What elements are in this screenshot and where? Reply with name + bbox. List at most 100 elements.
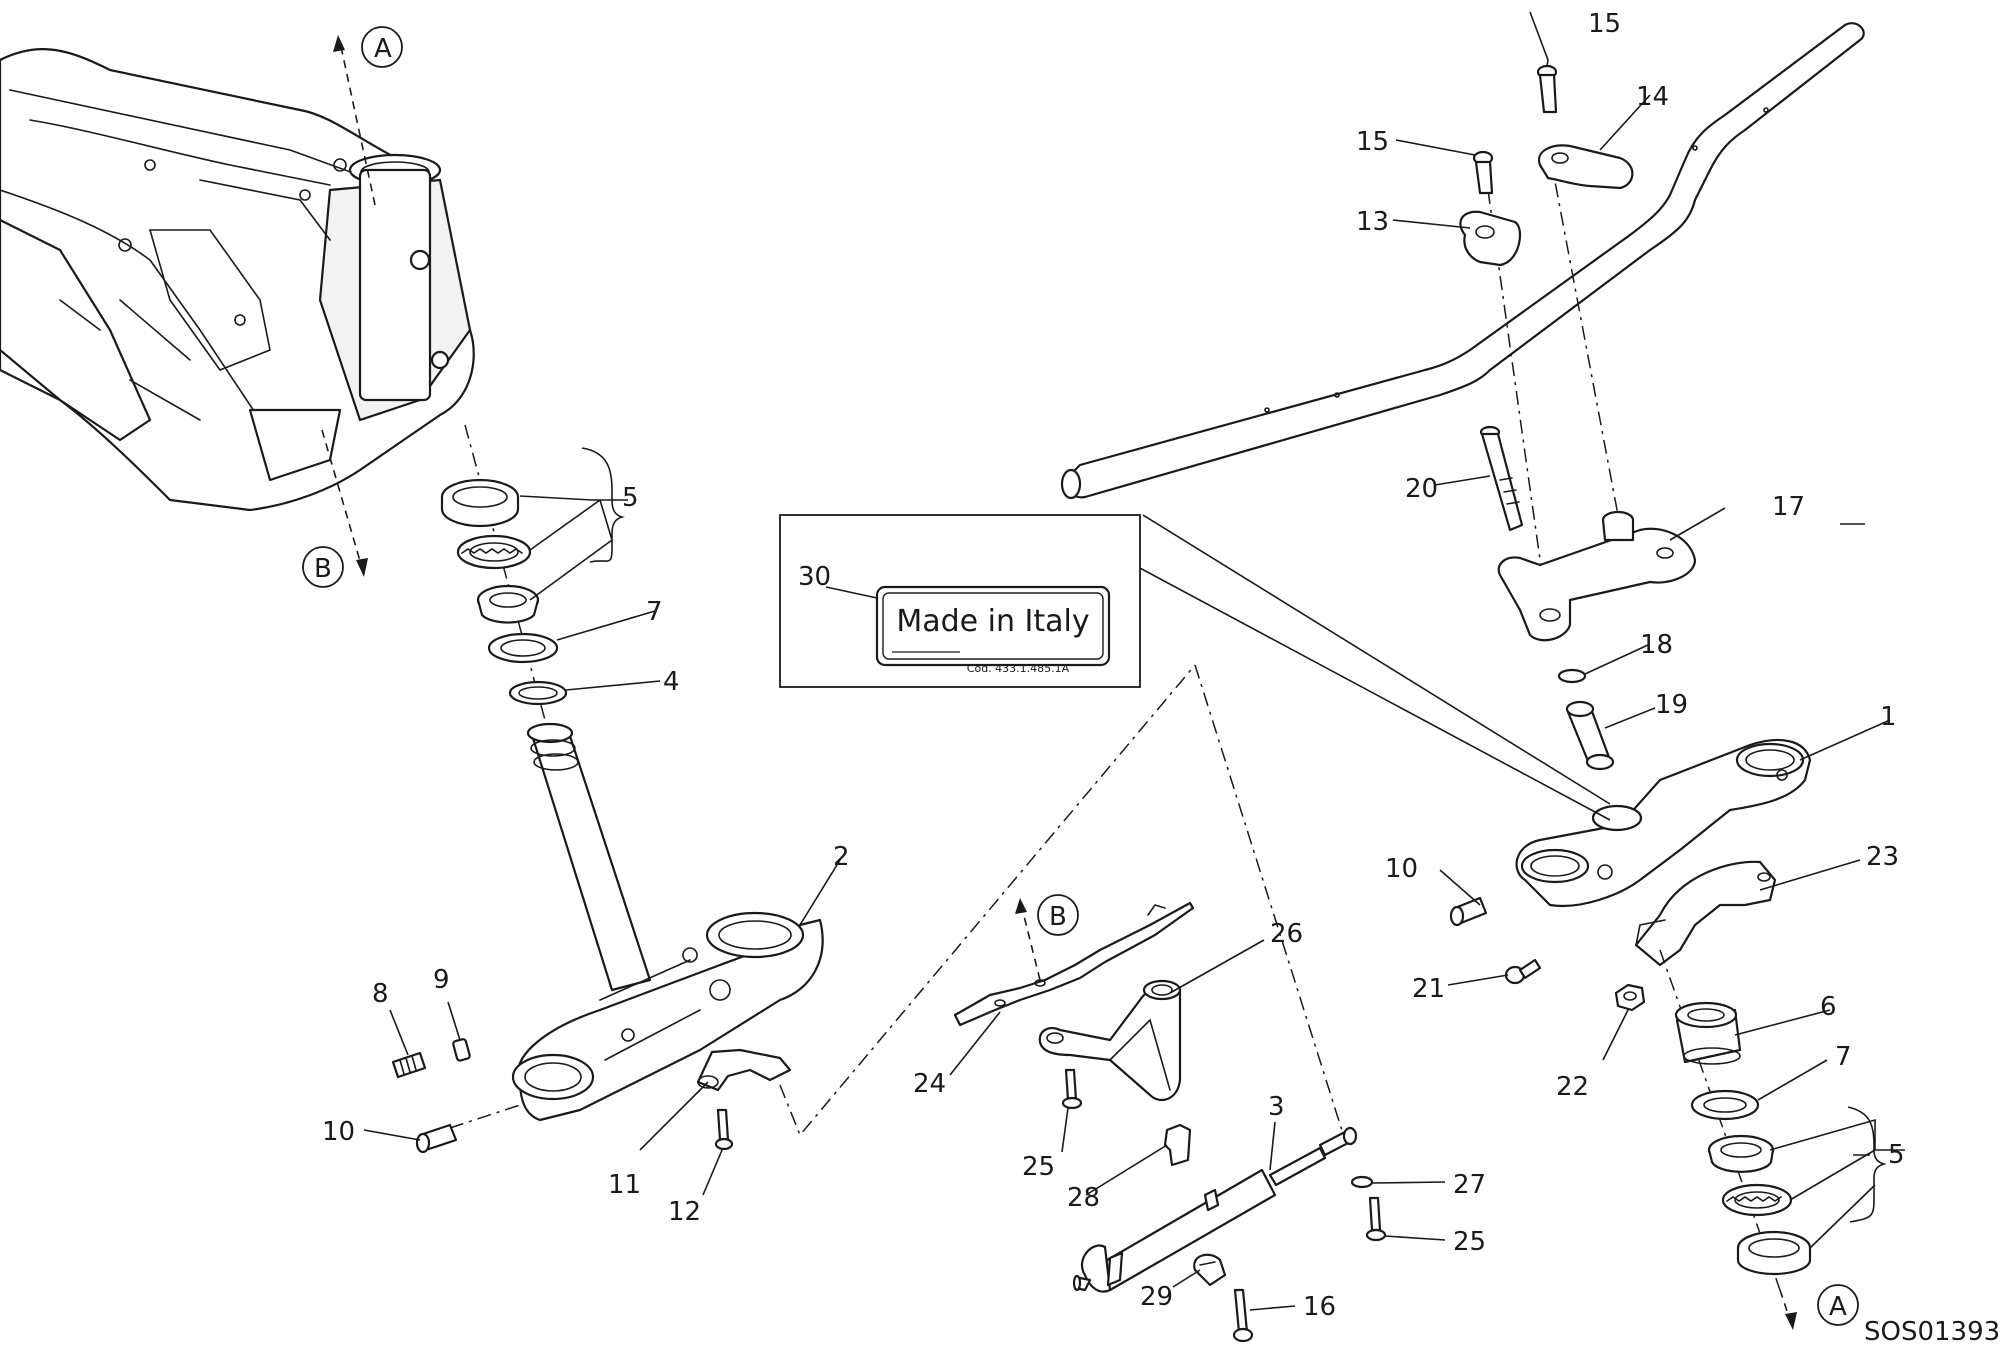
brace-5-bottom [1847,1106,1887,1223]
reference-circle-b-left [302,546,344,588]
callout-3: 3 [1268,1092,1285,1122]
reference-circle-b-center [1037,894,1079,936]
pin-9 [452,1038,471,1062]
callout-5-bottom: 5 [1888,1140,1905,1170]
screw-15-left [1472,150,1494,195]
callout-10-left: 10 [322,1117,355,1147]
callout-21: 21 [1412,974,1445,1004]
washer-27 [1350,1175,1374,1189]
arrow-head-icon [333,35,345,52]
label-plate-code: Cod. 433.1.485.1A [967,662,1070,675]
axis-damper-vertical [1194,664,1346,1141]
steering-stem-lower-clamp [511,722,824,1122]
arrow-head-icon [1015,898,1027,914]
washer-18 [1557,668,1587,684]
callout-27: 27 [1453,1170,1486,1200]
callout-25-right: 25 [1453,1227,1486,1257]
spacer-19 [1565,700,1615,771]
screw-10-right [1449,896,1488,927]
callout-12: 12 [668,1197,701,1227]
reference-circle-a-bottom [1817,1284,1859,1326]
reference-marker-a-top: A [374,34,392,64]
callout-19: 19 [1655,690,1688,720]
clip-28 [1163,1123,1192,1167]
screw-16 [1232,1288,1254,1343]
reference-marker-b-center: B [1049,902,1067,932]
bearing-set-bottom [1707,1134,1812,1276]
label-pointer-lines [1137,514,1611,821]
label-plate-inner [882,592,1104,660]
callout-30: 30 [798,562,831,592]
axis-screw-10-left [449,1104,521,1129]
callout-15-left: 15 [1356,127,1389,157]
screw-25-left [1061,1068,1083,1110]
callout-25-left: 25 [1022,1152,1055,1182]
reference-marker-b-left: B [314,554,332,584]
bearing-6 [1674,1001,1742,1065]
upper-triple-clamp [1515,738,1812,908]
callout-13: 13 [1356,207,1389,237]
reference-circle-a-top [361,26,403,68]
label-plate-outer [875,585,1111,667]
callout-28: 28 [1067,1183,1100,1213]
callout-4: 4 [663,667,680,697]
screw-10-left [415,1123,458,1154]
bracket-17 [1497,510,1697,642]
screw-8 [391,1051,427,1079]
callout-16: 16 [1303,1292,1336,1322]
document-code: SOS01393 [1864,1317,2000,1347]
reference-marker-a-bottom: A [1829,1292,1847,1322]
seal-top [487,632,559,664]
steering-damper [1072,1126,1358,1293]
clamp-13 [1459,210,1522,267]
seal-bottom [1690,1089,1760,1121]
stem-axis-left [464,424,546,721]
callout-20: 20 [1405,474,1438,504]
callout-22: 22 [1556,1072,1589,1102]
callout-7-bottom: 7 [1835,1042,1852,1072]
screw-25-right [1365,1196,1387,1242]
callout-11: 11 [608,1170,641,1200]
callout-18: 18 [1640,630,1673,660]
arrow-head-icon [1785,1312,1797,1330]
callout-17: 17 [1772,492,1805,522]
screw-21 [1504,958,1542,985]
leader-lines [363,11,1905,1311]
callout-24: 24 [913,1069,946,1099]
arrow-head-icon [356,558,368,577]
axis-a-bottom [1779,1289,1791,1321]
clip-29 [1193,1253,1227,1287]
callout-15-top: 15 [1588,9,1621,39]
brace-5-top [581,447,625,563]
axis-b-center [1021,907,1041,981]
callout-8: 8 [372,979,389,1009]
bracket-23 [1634,860,1777,967]
axis-b-left [321,429,363,569]
handlebar [1060,22,1865,500]
label-plate-title: Made in Italy [896,604,1089,639]
plate-24 [953,901,1195,1027]
callout-23: 23 [1866,842,1899,872]
callout-9: 9 [433,965,450,995]
callout-numbers: 1 2 3 4 5 5 6 7 7 8 9 10 10 11 12 13 14 … [322,9,1905,1322]
screw-15-top [1536,64,1558,114]
bracket-11 [696,1048,792,1092]
bracket-26 [1038,979,1182,1102]
bolt-20 [1479,425,1524,532]
nut-22 [1614,983,1646,1012]
washer-4 [508,680,568,706]
bearing-set-top [440,478,540,624]
clamp-14 [1537,144,1634,190]
callout-1: 1 [1880,702,1897,732]
callout-10-right: 10 [1385,854,1418,884]
callout-26: 26 [1270,919,1303,949]
axis-clamp-14 [1549,154,1619,516]
screw-12 [714,1108,734,1151]
callout-6: 6 [1820,992,1837,1022]
callout-2: 2 [833,842,850,872]
callout-14: 14 [1636,82,1669,112]
callout-7-top: 7 [646,597,663,627]
motorcycle-frame [0,48,475,512]
